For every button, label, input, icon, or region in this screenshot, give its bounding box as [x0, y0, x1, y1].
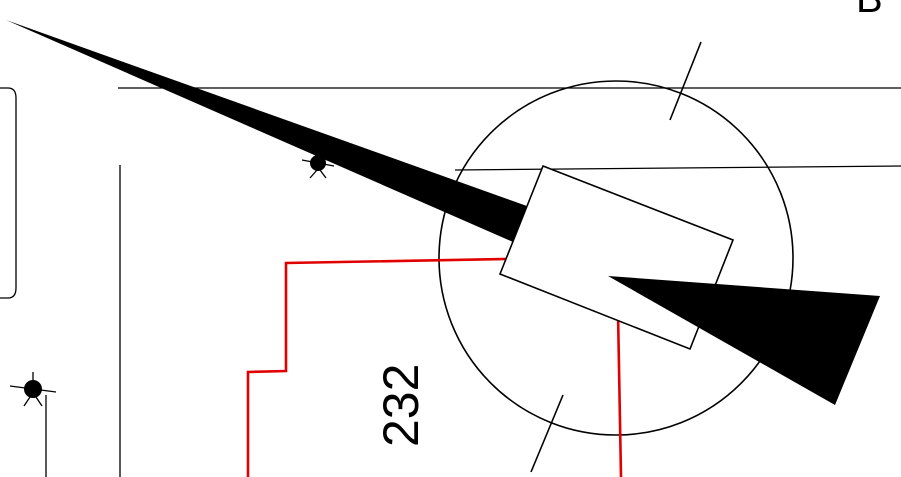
circle-outline — [438, 80, 794, 436]
circle-tick-top — [669, 41, 702, 121]
corner-text-label: B — [856, 0, 883, 21]
road-line-middle — [454, 165, 901, 171]
light-fixture-icon — [9, 372, 57, 407]
north-arrow-icon — [6, 20, 622, 242]
light-fixture-icon — [301, 148, 335, 179]
driveway-outline — [0, 87, 17, 299]
circle-tick-bottom — [530, 394, 564, 473]
arrow-wedge-right — [608, 276, 880, 405]
lot-number-label: 232 — [373, 364, 429, 447]
